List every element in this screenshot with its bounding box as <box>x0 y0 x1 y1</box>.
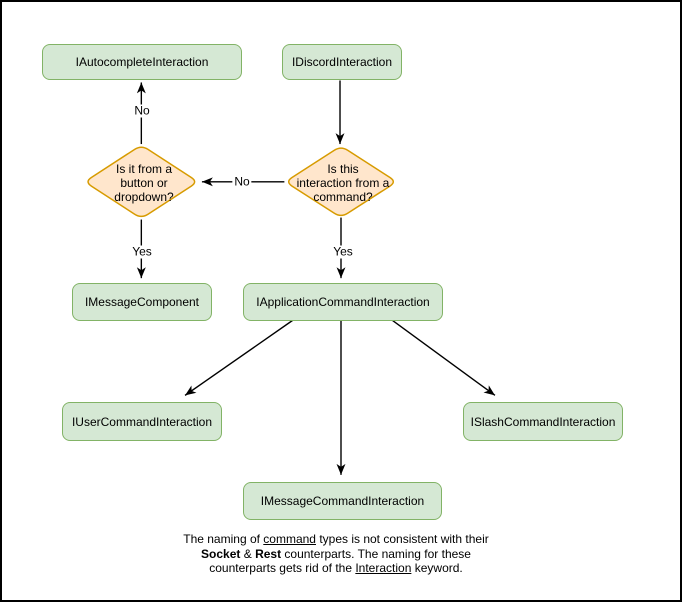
note-segment: types is not consistent with their <box>315 532 489 546</box>
note-text: The naming of command types is not consi… <box>36 532 636 576</box>
diamond-label-line: dropdown? <box>114 190 174 204</box>
edge-application-to-slash-command <box>391 319 496 396</box>
node-label: IUserCommandInteraction <box>71 414 213 429</box>
note-segment-bold: Rest <box>255 546 282 561</box>
node-label: IMessageComponent <box>84 295 200 309</box>
note-segment-bold: Socket <box>201 546 241 561</box>
node-label: IDiscordInteraction <box>291 55 393 69</box>
note-segment-underlined: Interaction <box>355 561 412 575</box>
note-segment-underlined: command <box>263 532 316 546</box>
edge-label-yes-right: Yes <box>331 244 355 259</box>
node-message-command-interaction: IMessageCommandInteraction <box>243 482 442 520</box>
note-segment: & <box>240 546 256 561</box>
diamond-label-command-question: Is this interaction from a command? <box>288 162 398 204</box>
note-line: Socket & Rest counterparts. The naming f… <box>36 547 636 562</box>
note-line: The naming of command types is not consi… <box>36 532 636 547</box>
diamond-button-dropdown-question <box>87 146 196 218</box>
diamond-label-line: button or <box>120 176 168 190</box>
diamond-label-button-dropdown: Is it from a button or dropdown? <box>92 162 196 204</box>
diamond-label-line: Is it from a <box>115 162 172 176</box>
node-label: IApplicationCommandInteraction <box>256 295 430 309</box>
note-segment: keyword. <box>411 561 463 575</box>
edge-label-no-left: No <box>232 174 252 189</box>
node-application-command-interaction: IApplicationCommandInteraction <box>243 283 443 321</box>
edge-application-to-user-command <box>184 319 294 396</box>
node-label: ISlashCommandInteraction <box>470 414 616 429</box>
node-label: IMessageCommandInteraction <box>260 494 425 508</box>
note-line: counterparts gets rid of the Interaction… <box>36 561 636 576</box>
note-segment: counterparts gets rid of the <box>209 561 356 575</box>
note-segment: The naming of <box>183 532 264 546</box>
diamond-label-line: interaction from a <box>296 176 390 190</box>
diamond-label-line: Is this <box>327 162 359 176</box>
node-user-command-interaction: IUserCommandInteraction <box>62 402 222 441</box>
edge-label-yes-left: Yes <box>130 244 154 259</box>
diamond-label-line: command? <box>313 190 373 204</box>
node-label: IAutocompleteInteraction <box>75 55 209 69</box>
node-slash-command-interaction: ISlashCommandInteraction <box>463 402 623 441</box>
node-autocomplete-interaction: IAutocompleteInteraction <box>42 44 242 80</box>
edge-label-no-up: No <box>132 103 152 118</box>
node-message-component: IMessageComponent <box>72 283 212 321</box>
node-discord-interaction: IDiscordInteraction <box>282 44 402 80</box>
note-segment: counterparts. The naming for these <box>281 546 471 561</box>
diamond-command-question <box>287 147 395 217</box>
